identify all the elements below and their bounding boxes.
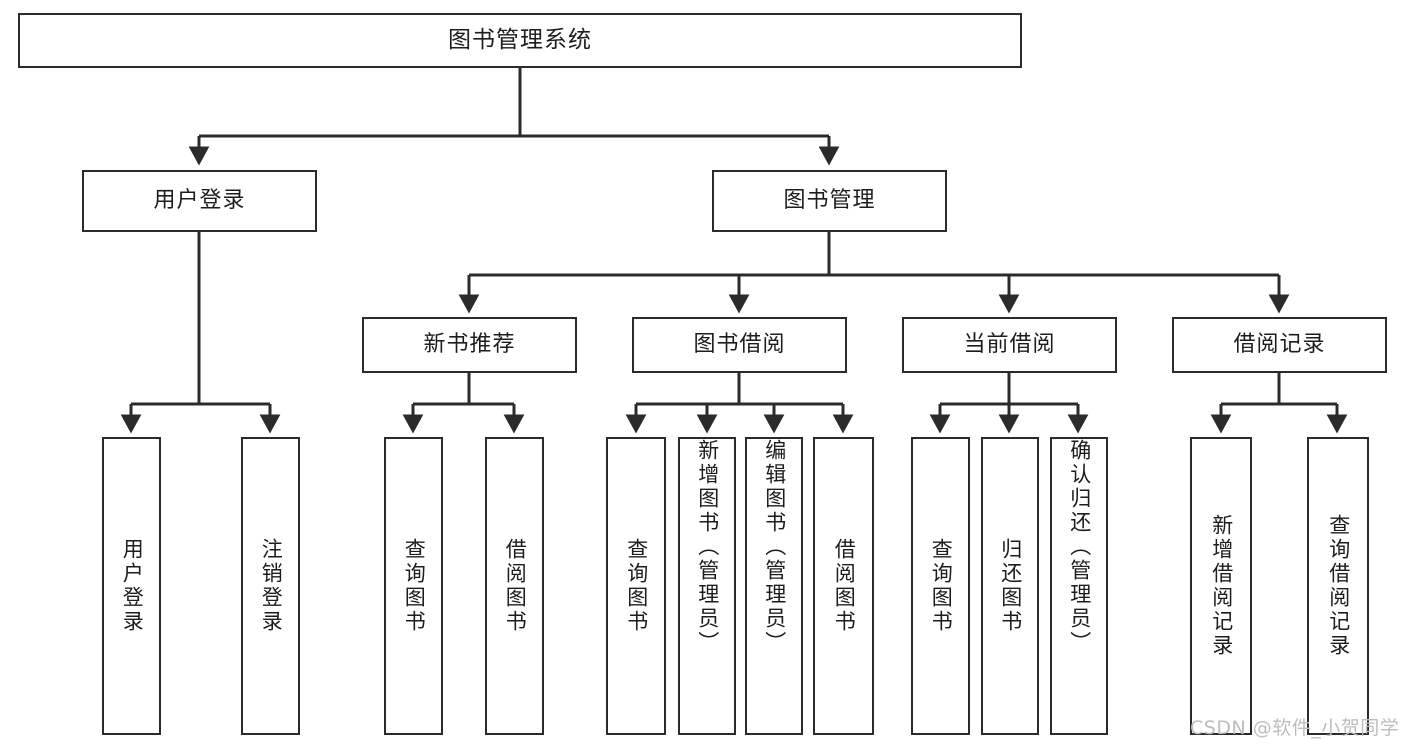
node-leaf-query-book-2-label: 查询图书 — [624, 538, 649, 634]
node-leaf-logout-label: 注销登录 — [259, 538, 284, 634]
node-leaf-user-login-label: 用户登录 — [120, 538, 145, 634]
node-borrow-record-label: 借阅记录 — [1233, 331, 1326, 357]
node-leaf-query-book-3[interactable]: 查询图书 — [911, 437, 970, 735]
node-leaf-borrow-book-1[interactable]: 借阅图书 — [485, 437, 544, 735]
node-new-book-rec-label: 新书推荐 — [423, 331, 516, 357]
node-leaf-borrow-book-1-label: 借阅图书 — [503, 538, 528, 634]
node-book-manage-label: 图书管理 — [783, 187, 876, 213]
node-current-borrow[interactable]: 当前借阅 — [902, 317, 1117, 373]
node-book-borrow[interactable]: 图书借阅 — [632, 317, 847, 373]
node-leaf-query-record-label: 查询借阅记录 — [1326, 514, 1351, 658]
node-leaf-user-login[interactable]: 用户登录 — [102, 437, 161, 735]
watermark: CSDN @软件_小贺同学 — [1190, 717, 1400, 739]
node-new-book-rec[interactable]: 新书推荐 — [362, 317, 577, 373]
node-leaf-query-book-3-label: 查询图书 — [929, 538, 954, 634]
node-leaf-query-book-2[interactable]: 查询图书 — [606, 437, 666, 735]
node-leaf-query-record[interactable]: 查询借阅记录 — [1307, 437, 1369, 735]
node-leaf-query-book-1-label: 查询图书 — [402, 538, 427, 634]
node-leaf-logout[interactable]: 注销登录 — [241, 437, 300, 735]
node-leaf-confirm-return[interactable]: 确认归还（管理员） — [1050, 437, 1108, 735]
node-user-login-label: 用户登录 — [153, 187, 246, 213]
node-leaf-add-record[interactable]: 新增借阅记录 — [1190, 437, 1252, 735]
node-leaf-return-book-label: 归还图书 — [998, 538, 1023, 634]
node-book-manage[interactable]: 图书管理 — [712, 170, 947, 232]
node-user-login[interactable]: 用户登录 — [82, 170, 317, 232]
node-leaf-borrow-book-2-label: 借阅图书 — [832, 538, 857, 634]
node-root[interactable]: 图书管理系统 — [18, 13, 1022, 68]
node-leaf-edit-book-label: 编辑图书（管理员） — [762, 439, 787, 655]
node-leaf-add-book-label: 新增图书（管理员） — [695, 439, 720, 655]
node-leaf-edit-book[interactable]: 编辑图书（管理员） — [745, 437, 803, 735]
node-leaf-borrow-book-2[interactable]: 借阅图书 — [813, 437, 874, 735]
node-current-borrow-label: 当前借阅 — [963, 331, 1056, 357]
node-root-label: 图书管理系统 — [448, 26, 592, 53]
node-leaf-confirm-return-label: 确认归还（管理员） — [1067, 439, 1092, 655]
node-leaf-add-record-label: 新增借阅记录 — [1209, 514, 1234, 658]
node-book-borrow-label: 图书借阅 — [693, 331, 786, 357]
node-borrow-record[interactable]: 借阅记录 — [1172, 317, 1387, 373]
node-leaf-return-book[interactable]: 归还图书 — [981, 437, 1039, 735]
node-leaf-add-book[interactable]: 新增图书（管理员） — [678, 437, 736, 735]
node-leaf-query-book-1[interactable]: 查询图书 — [384, 437, 443, 735]
